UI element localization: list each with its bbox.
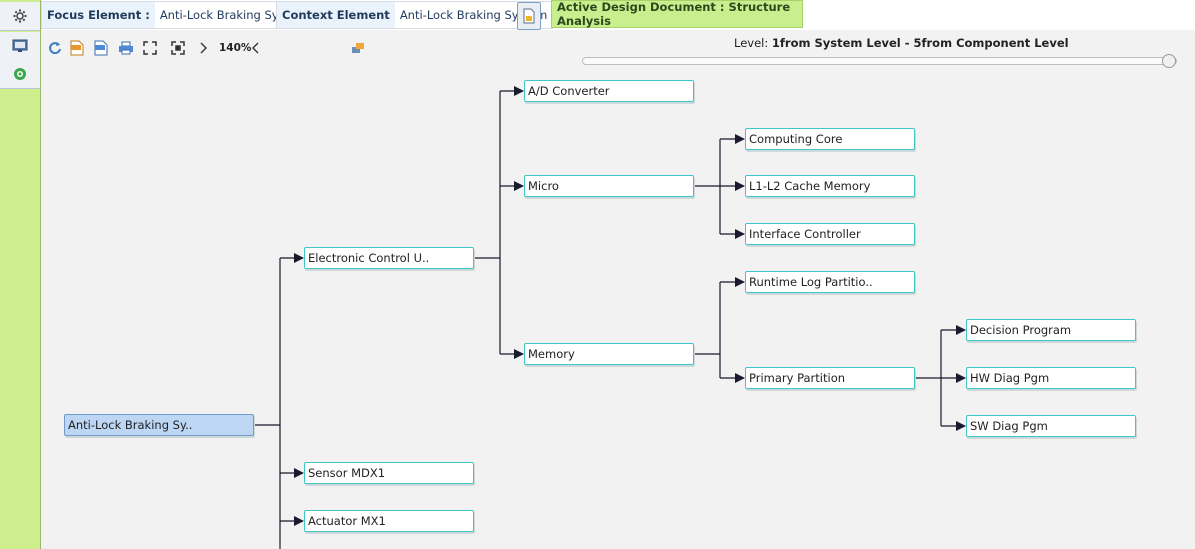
zoom-in-icon[interactable]: [195, 40, 211, 56]
tree-node-computing-core[interactable]: Computing Core: [745, 128, 915, 150]
context-element-box[interactable]: Context Element Anti-Lock Braking System: [276, 1, 554, 29]
database-icon[interactable]: [350, 40, 366, 56]
level-label: Level:: [734, 36, 769, 50]
tree-node-root[interactable]: Anti-Lock Braking Sy..: [64, 414, 254, 436]
level-slider-thumb[interactable]: [1162, 54, 1176, 68]
left-sidebar: [0, 0, 41, 549]
tree-node-electronic-control-unit[interactable]: Electronic Control U..: [304, 247, 474, 269]
tree-node-sensor-mdx1[interactable]: Sensor MDX1: [304, 462, 474, 484]
refresh-icon[interactable]: [47, 40, 63, 56]
level-slider-track[interactable]: [582, 57, 1177, 65]
document-button[interactable]: [517, 2, 541, 30]
tree-node-primary-partition[interactable]: Primary Partition: [745, 367, 915, 389]
focus-element-label: Focus Element :: [42, 2, 155, 28]
tree-node-sw-diag-pgm[interactable]: SW Diag Pgm: [966, 415, 1136, 437]
tree-node-ad-converter[interactable]: A/D Converter: [524, 80, 694, 102]
context-element-label: Context Element: [277, 2, 395, 28]
zoom-value: 140%: [219, 42, 252, 54]
tree-node-micro[interactable]: Micro: [524, 175, 694, 197]
export-png-icon[interactable]: [93, 40, 109, 56]
fit-selection-icon[interactable]: [170, 40, 186, 56]
level-range-text: 1from System Level - 5from Component Lev…: [771, 36, 1069, 50]
focus-element-box[interactable]: Focus Element : Anti-Lock Braking System: [41, 1, 314, 29]
recycle-icon[interactable]: [0, 60, 40, 89]
context-element-value[interactable]: Anti-Lock Braking System: [399, 8, 548, 22]
tree-node-interface-controller[interactable]: Interface Controller: [745, 223, 915, 245]
active-design-document: Active Design Document : Structure Analy…: [551, 0, 803, 28]
level-indicator: Level: 1from System Level - 5from Compon…: [734, 36, 1069, 50]
tree-node-l1-l2-cache-memory[interactable]: L1-L2 Cache Memory: [745, 175, 915, 197]
tree-node-memory[interactable]: Memory: [524, 343, 694, 365]
top-bar: Focus Element : Anti-Lock Braking System…: [41, 0, 1195, 30]
tree-node-actuator-mx1[interactable]: Actuator MX1: [304, 510, 474, 532]
settings-gear-icon[interactable]: [0, 2, 40, 31]
screen-view-icon[interactable]: [0, 32, 40, 61]
export-svg-icon[interactable]: [69, 40, 85, 56]
focus-element-value[interactable]: Anti-Lock Braking System: [159, 8, 308, 22]
print-icon[interactable]: [118, 40, 134, 56]
document-icon: [523, 8, 535, 24]
zoom-out-icon[interactable]: [248, 40, 264, 56]
tree-node-decision-program[interactable]: Decision Program: [966, 319, 1136, 341]
tree-node-hw-diag-pgm[interactable]: HW Diag Pgm: [966, 367, 1136, 389]
tree-node-runtime-log-partition[interactable]: Runtime Log Partitio..: [745, 271, 915, 293]
diagram-toolbar: 140%: [41, 34, 441, 62]
fit-screen-icon[interactable]: [142, 40, 158, 56]
